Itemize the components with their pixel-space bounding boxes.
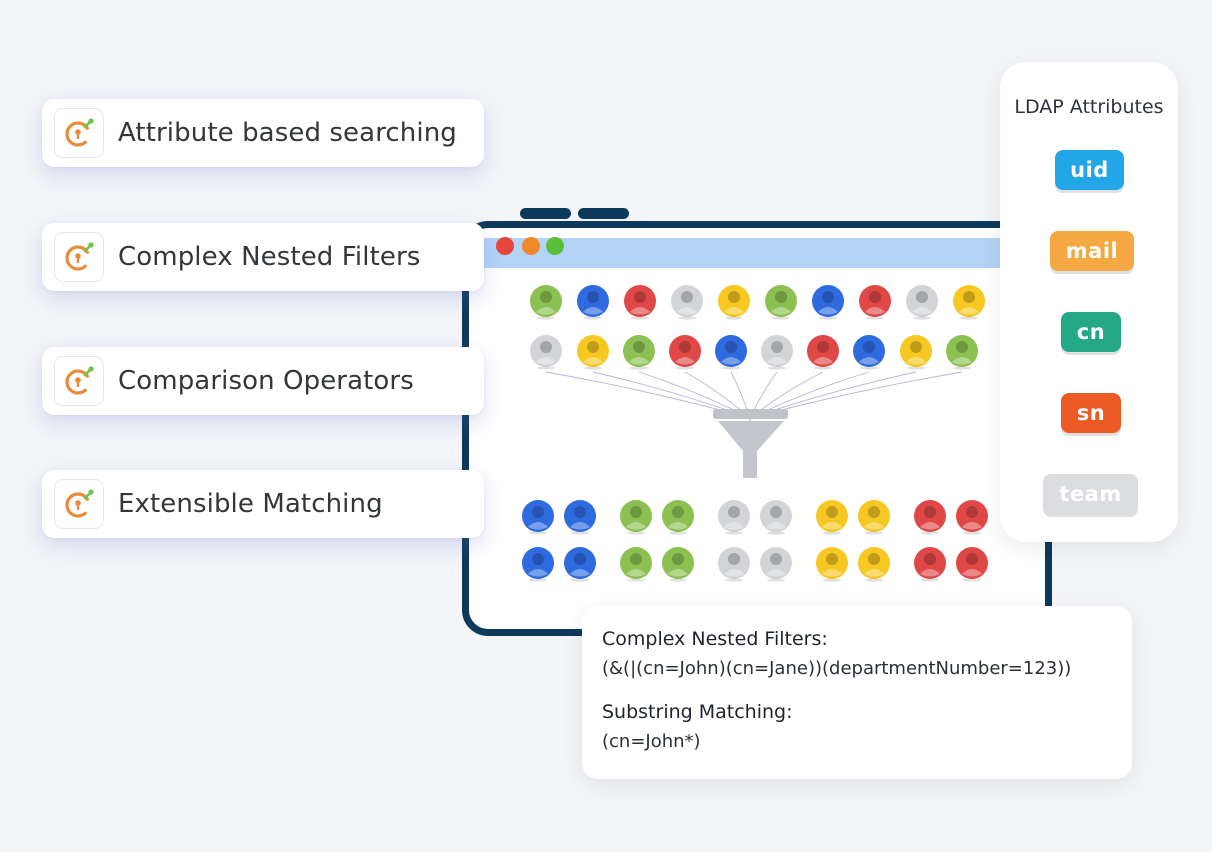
feature-label: Comparison Operators — [118, 366, 414, 396]
attribute-chip-uid[interactable]: uid — [1055, 150, 1124, 190]
feature-card-nested-filters[interactable]: Complex Nested Filters — [42, 223, 484, 291]
feature-card-attribute-search[interactable]: Attribute based searching — [42, 99, 484, 167]
feature-label: Extensible Matching — [118, 489, 383, 519]
nested-filter-heading: Complex Nested Filters: — [602, 628, 828, 650]
nested-filter-code: (&(|(cn=John)(cn=Jane))(departmentNumber… — [602, 658, 1072, 679]
substring-code: (cn=John*) — [602, 731, 701, 752]
ldap-panel-title: LDAP Attributes — [1014, 96, 1164, 118]
attribute-chip-team[interactable]: team — [1043, 474, 1138, 514]
window-close-dot — [496, 237, 514, 255]
browser-tab-1 — [520, 208, 571, 219]
attribute-chip-cn[interactable]: cn — [1061, 312, 1121, 352]
window-maximize-dot — [546, 237, 564, 255]
browser-tab-2 — [578, 208, 629, 219]
keyhole-icon — [54, 232, 104, 282]
keyhole-icon — [54, 108, 104, 158]
feature-label: Complex Nested Filters — [118, 242, 421, 272]
browser-title-bar — [469, 238, 1045, 268]
filter-examples-box: Complex Nested Filters: (&(|(cn=John)(cn… — [582, 606, 1132, 779]
keyhole-icon — [54, 479, 104, 529]
feature-card-extensible-matching[interactable]: Extensible Matching — [42, 470, 484, 538]
browser-window — [462, 221, 1052, 636]
window-minimize-dot — [522, 237, 540, 255]
attribute-chip-sn[interactable]: sn — [1061, 393, 1121, 433]
ldap-attributes-panel: LDAP Attributes uid mail cn sn team — [1000, 62, 1178, 542]
attribute-chip-mail[interactable]: mail — [1050, 231, 1134, 271]
substring-heading: Substring Matching: — [602, 701, 793, 723]
keyhole-icon — [54, 356, 104, 406]
feature-card-comparison-operators[interactable]: Comparison Operators — [42, 347, 484, 415]
feature-label: Attribute based searching — [118, 118, 457, 148]
